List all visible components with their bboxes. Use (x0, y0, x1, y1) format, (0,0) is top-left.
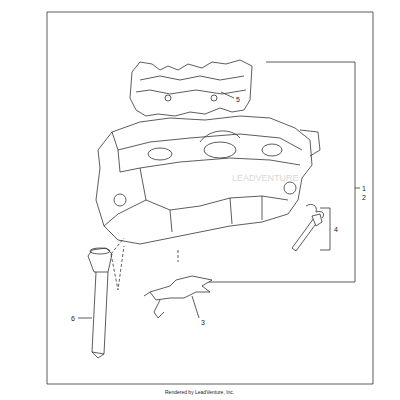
caliper-body (96, 116, 320, 244)
watermark: LEADVENTURE (232, 174, 299, 183)
brake-pad (130, 60, 252, 116)
leader-line (355, 188, 360, 189)
bolt (88, 238, 124, 358)
leader-line (178, 250, 179, 262)
callout-number: 1 (362, 185, 366, 192)
callout-number: 4 (334, 226, 338, 233)
spring-clip (144, 276, 212, 318)
callout-number: 5 (236, 96, 240, 103)
credit-note: Rendered by LeadVenture, Inc. (165, 390, 234, 395)
frame (47, 12, 373, 384)
callout-number: 3 (201, 319, 205, 326)
pin (292, 204, 330, 251)
leader-line (221, 92, 234, 98)
leader-line (192, 296, 199, 318)
leader-line (78, 318, 92, 319)
callout-number: 2 (362, 194, 366, 201)
callout-number: 6 (71, 315, 75, 322)
